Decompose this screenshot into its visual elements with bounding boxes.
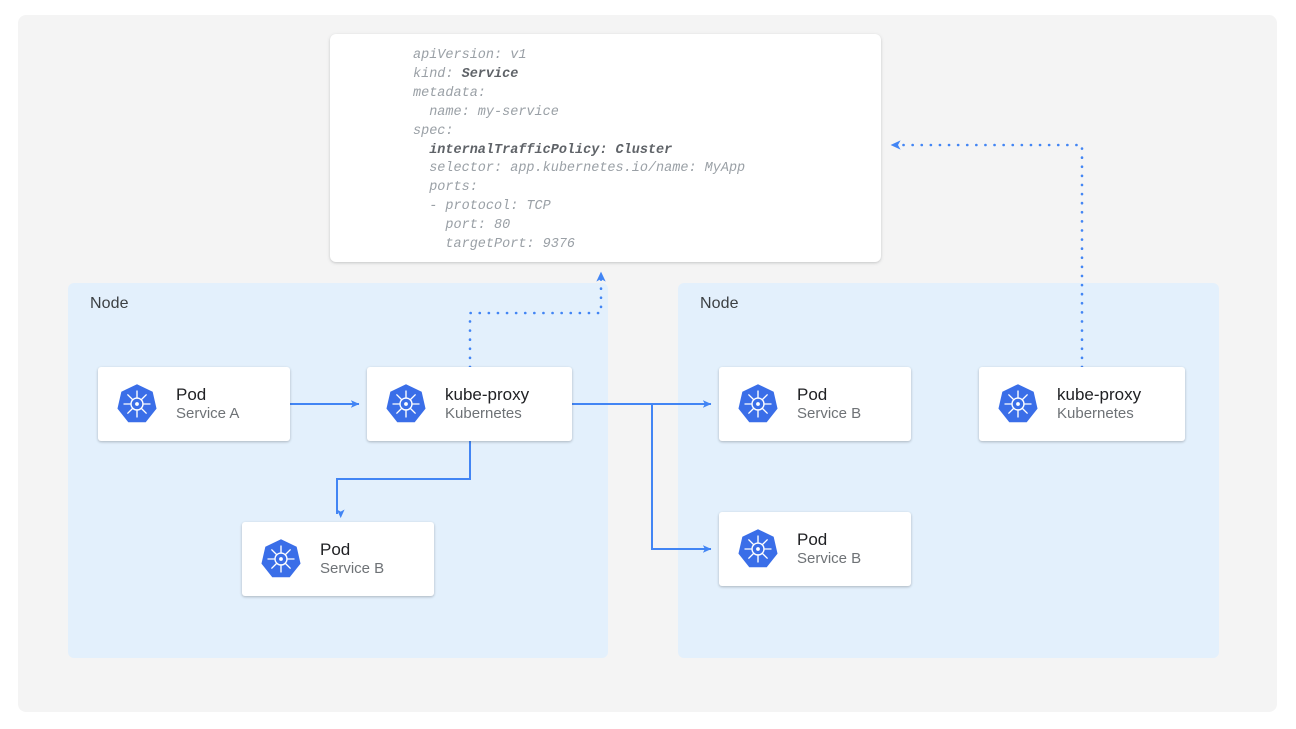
service-manifest-text: apiVersion: v1 kind: Service metadata: n… — [413, 48, 746, 253]
card-subtitle: Service B — [320, 560, 385, 578]
card-title: Pod — [320, 539, 351, 559]
kubernetes-icon — [386, 384, 426, 423]
card-pod-service-b-right-2[interactable]: Pod Service B — [719, 512, 911, 586]
card-subtitle: Service B — [797, 405, 862, 423]
card-pod-service-a[interactable]: Pod Service A — [98, 367, 290, 441]
card-title: kube-proxy — [445, 384, 530, 404]
node-label-right: Node — [700, 295, 739, 312]
kubernetes-icon — [998, 384, 1038, 423]
card-text-pod-service-b-right-2: Pod Service B — [797, 529, 861, 569]
card-title: Pod — [797, 384, 828, 404]
card-subtitle: Service B — [797, 550, 862, 568]
card-kube-proxy-right[interactable]: kube-proxy Kubernetes — [979, 367, 1185, 441]
card-pod-service-b-right-1[interactable]: Pod Service B — [719, 367, 911, 441]
kubernetes-icon — [738, 529, 778, 568]
node-container-left: Node — [68, 283, 608, 658]
service-manifest-card: apiVersion: v1 kind: Service metadata: n… — [330, 34, 881, 262]
kubernetes-icon — [117, 384, 157, 423]
node-label-left: Node — [90, 295, 129, 312]
card-title: Pod — [176, 384, 207, 404]
card-text-kube-proxy-right: kube-proxy Kubernetes — [1057, 384, 1141, 424]
card-subtitle: Service A — [176, 405, 240, 423]
card-text-pod-service-a: Pod Service A — [176, 384, 239, 424]
card-pod-service-b-left[interactable]: Pod Service B — [242, 522, 434, 596]
card-text-kube-proxy-left: kube-proxy Kubernetes — [445, 384, 529, 424]
card-text-pod-service-b-left: Pod Service B — [320, 539, 384, 579]
card-text-pod-service-b-right-1: Pod Service B — [797, 384, 861, 424]
card-title: kube-proxy — [1057, 384, 1142, 404]
card-kube-proxy-left[interactable]: kube-proxy Kubernetes — [367, 367, 572, 441]
card-subtitle: Kubernetes — [1057, 405, 1134, 423]
kubernetes-icon — [261, 539, 301, 578]
kubernetes-icon — [738, 384, 778, 423]
card-subtitle: Kubernetes — [445, 405, 522, 423]
card-title: Pod — [797, 529, 828, 549]
node-container-right: Node — [678, 283, 1219, 658]
